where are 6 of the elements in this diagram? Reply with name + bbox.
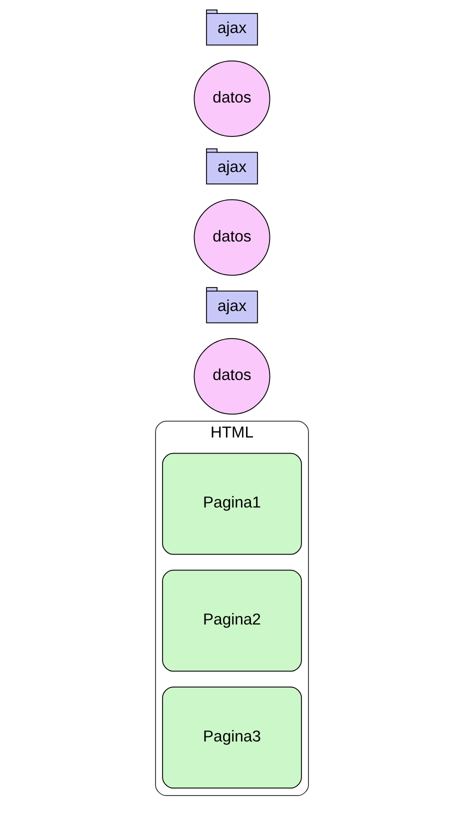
node-circle: datos (193, 199, 270, 276)
node-box: Pagina3 (162, 686, 302, 789)
node-circle: datos (193, 60, 270, 137)
node-box: Pagina1 (162, 452, 302, 555)
node-circle: datos (193, 338, 270, 415)
node-box: Pagina2 (162, 570, 302, 672)
